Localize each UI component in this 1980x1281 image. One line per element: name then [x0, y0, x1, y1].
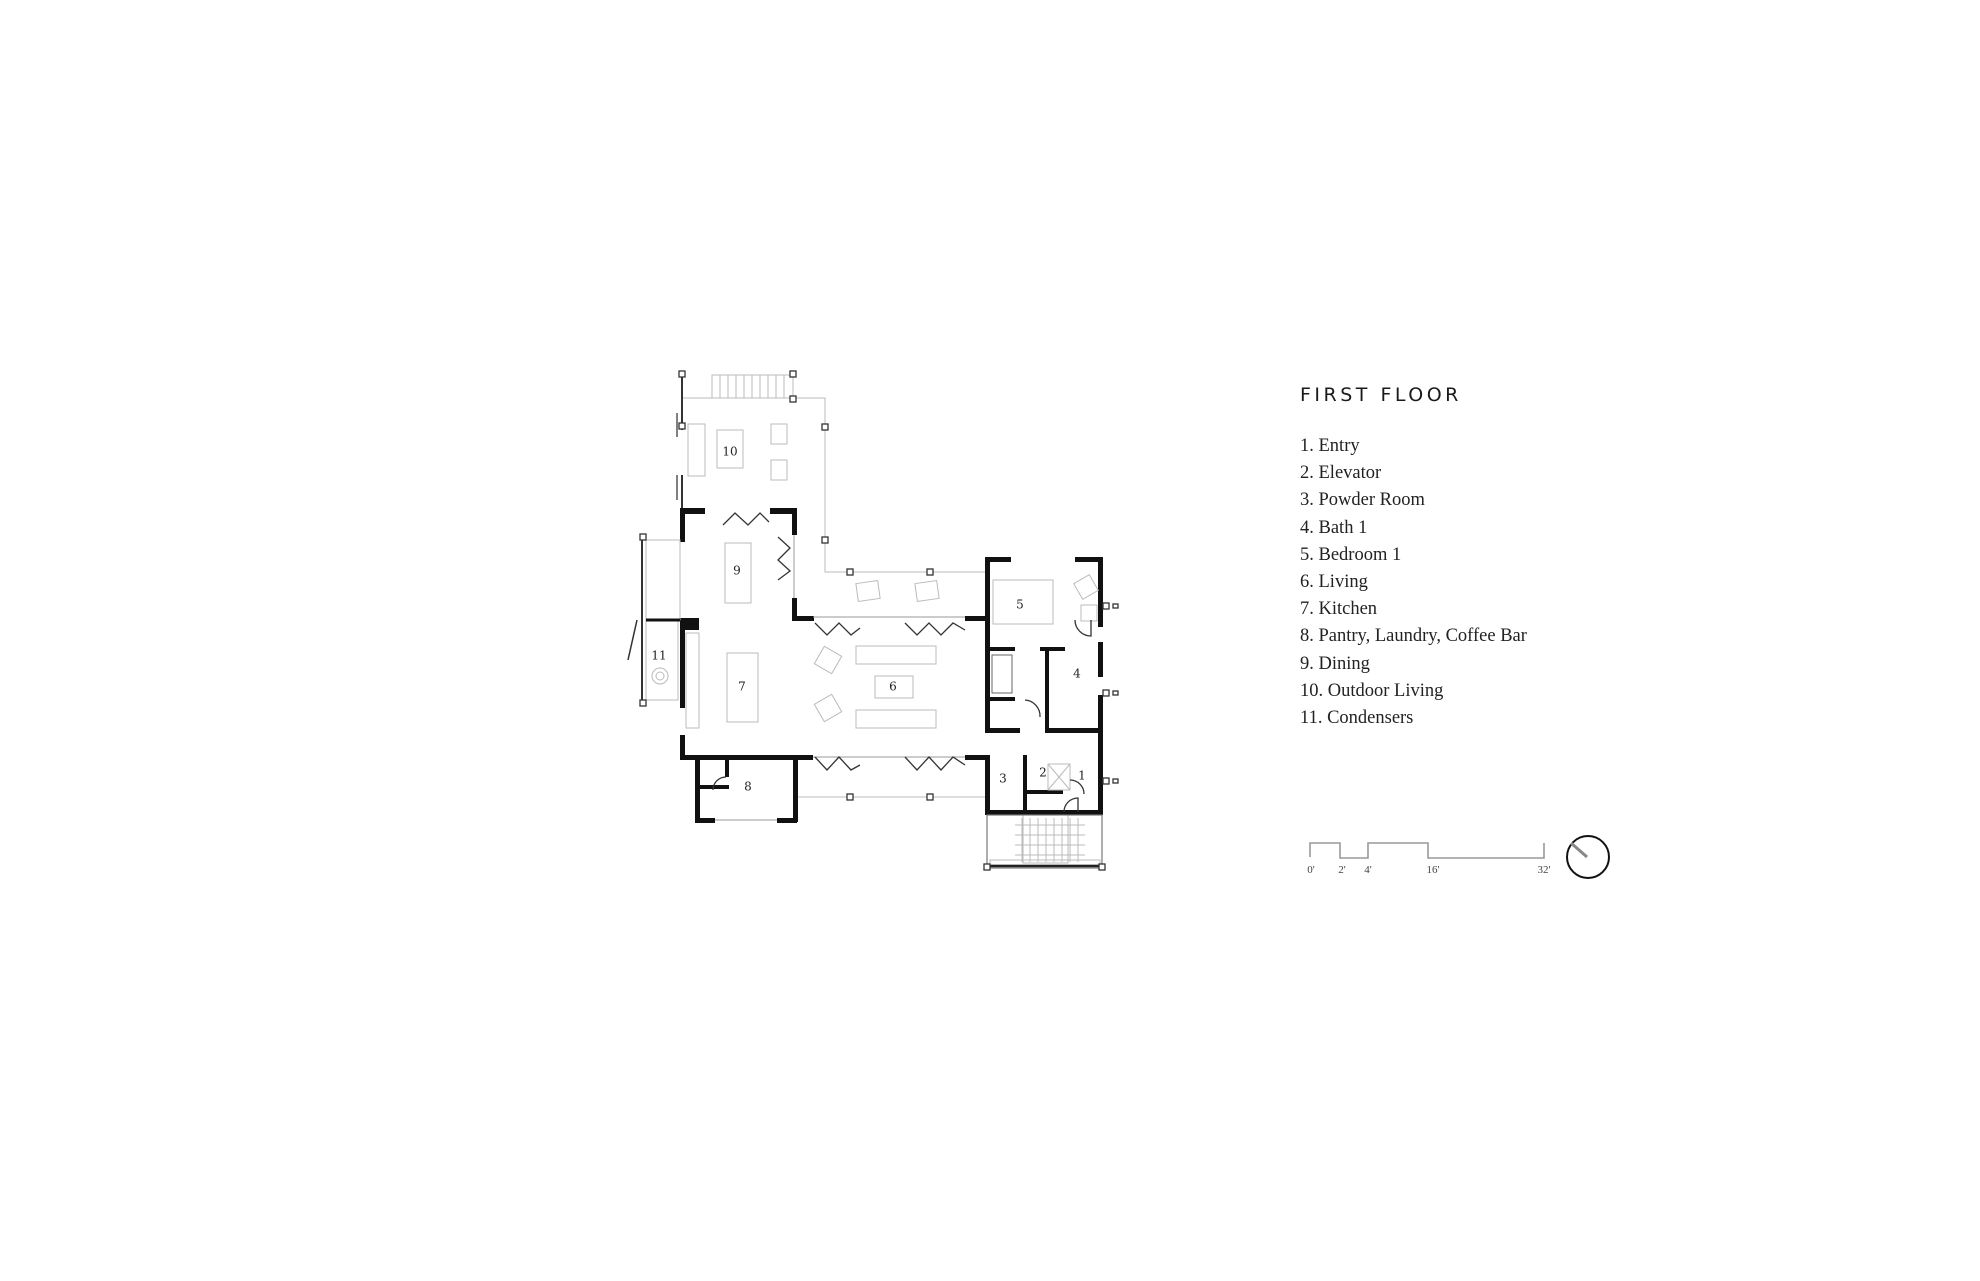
legend-item: 4. Bath 1 — [1300, 517, 1368, 538]
walls — [680, 508, 1103, 823]
legend-item: 8. Pantry, Laundry, Coffee Bar — [1300, 626, 1527, 647]
scale-label-32: 32' — [1538, 864, 1551, 876]
legend-item: 11. Condensers — [1300, 707, 1414, 728]
deck-stairs — [719, 375, 785, 398]
legend-item: 5. Bedroom 1 — [1300, 544, 1402, 565]
room-number-2: 2 — [1039, 766, 1047, 780]
room-legend: FIRST FLOOR 1. Entry 2. Elevator 3. Powd… — [1300, 384, 1527, 732]
scale-label-2: 2' — [1338, 864, 1346, 876]
outdoor-deck — [676, 370, 985, 603]
exterior-posts — [1102, 602, 1119, 785]
legend-item: 7. Kitchen — [1300, 599, 1378, 620]
legend-item: 10. Outdoor Living — [1300, 680, 1444, 701]
room-number-4: 4 — [1073, 667, 1081, 681]
swing-doors — [712, 619, 1092, 813]
room-number-11: 11 — [651, 649, 666, 663]
room-number-3: 3 — [999, 772, 1007, 786]
scale-label-0: 0' — [1307, 864, 1315, 876]
room-number-7: 7 — [738, 680, 746, 694]
room-number-6: 6 — [889, 680, 897, 694]
room-number-5: 5 — [1016, 598, 1024, 612]
legend-item: 9. Dining — [1300, 653, 1370, 674]
room-number-10: 10 — [722, 445, 737, 459]
legend-item: 6. Living — [1300, 571, 1368, 592]
entry-stairs — [983, 814, 1106, 871]
legend-item: 2. Elevator — [1300, 463, 1382, 484]
room-number-8: 8 — [744, 780, 752, 794]
folding-doors — [722, 512, 966, 771]
scale-bar: 0' 2' 4' 16' 32' — [1307, 842, 1551, 876]
room-number-9: 9 — [733, 564, 741, 578]
room-number-1: 1 — [1078, 769, 1086, 783]
legend-item: 1. Entry — [1300, 436, 1360, 456]
compass-icon — [1566, 835, 1610, 879]
furniture — [645, 539, 1101, 866]
scale-label-16: 16' — [1427, 864, 1440, 876]
side-structure — [627, 533, 680, 707]
room-list: 1. Entry 2. Elevator 3. Powder Room 4. B… — [1300, 433, 1527, 732]
scale-label-4: 4' — [1364, 864, 1372, 876]
floor-title: FIRST FLOOR — [1300, 384, 1462, 406]
legend-item: 3. Powder Room — [1300, 490, 1425, 511]
